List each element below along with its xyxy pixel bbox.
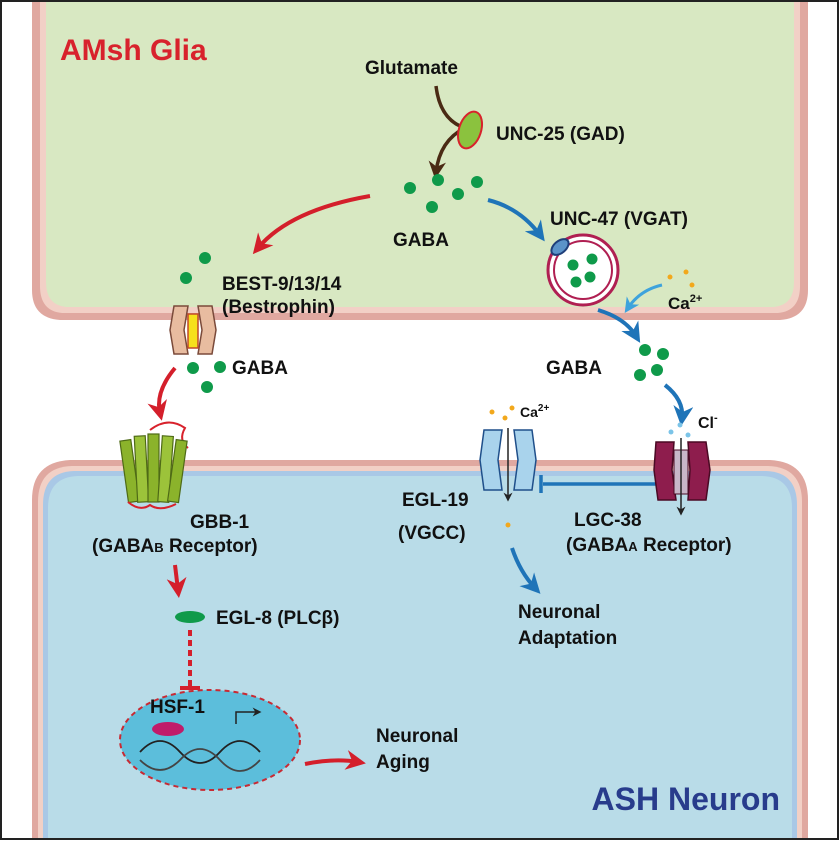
nucleus-to-aging-arrow	[304, 750, 366, 770]
nucleus	[119, 689, 301, 791]
gaba-to-gbb1-arrow	[147, 366, 177, 421]
glia-title: AMsh Glia	[60, 34, 207, 67]
unc47-vgat-vesicle	[546, 233, 620, 307]
gaba-cluster-left-cleft	[187, 361, 226, 393]
adaptation-label-line2: Adaptation	[518, 628, 617, 649]
hsf1-label: HSF-1	[150, 697, 205, 718]
calcium-label-glia: Ca2+	[668, 293, 702, 313]
chloride-label: Cl-	[698, 412, 718, 432]
aging-label-line1: Neuronal	[376, 726, 458, 747]
calcium-influx-arrow	[624, 283, 663, 313]
gaba-left-label: GABA	[232, 358, 288, 379]
bestrophin-label-line1: BEST-9/13/14	[222, 274, 342, 295]
calcium-ions-glia	[667, 269, 695, 288]
gbb1-gabab-receptor	[119, 421, 189, 510]
egl8-plc-beta	[175, 611, 205, 623]
unc25-label: UNC-25 (GAD)	[496, 124, 625, 145]
aging-label-line2: Aging	[376, 752, 430, 773]
egl19-label-line2: (VGCC)	[398, 523, 466, 544]
vesicle-release-arrow	[597, 308, 641, 343]
gaba-glia-label: GABA	[393, 230, 449, 251]
neuron-title: ASH Neuron	[592, 781, 780, 817]
unc25-gad-enzyme	[457, 110, 483, 150]
gbb1-to-egl8-arrow	[166, 564, 187, 598]
gaba-cluster-right-cleft	[634, 344, 669, 381]
hsf1-protein	[152, 722, 184, 736]
egl8-label: EGL-8 (PLCβ)	[216, 608, 339, 629]
calcium-ions-neuron	[489, 405, 515, 528]
gbb1-label-line1: GBB-1	[190, 512, 250, 533]
egl19-label-line1: EGL-19	[402, 490, 469, 511]
lgc38-label-line2: (GABAA Receptor)	[566, 535, 732, 556]
gaba-cluster-glia	[404, 174, 483, 213]
lgc38-gabaa-receptor	[653, 438, 711, 516]
lgc38-label-line1: LGC-38	[574, 510, 642, 531]
bestrophin-label-line2: (Bestrophin)	[222, 297, 335, 318]
amsh-glia-cell	[32, 2, 808, 320]
glutamate-label: Glutamate	[365, 58, 458, 79]
adaptation-label-line1: Neuronal	[518, 602, 600, 623]
bestrophin-channel	[169, 305, 217, 355]
transcription-arrow	[235, 707, 262, 724]
gaba-to-bestrophin-arrow	[252, 194, 371, 255]
unc47-label: UNC-47 (VGAT)	[550, 209, 688, 230]
calcium-label-neuron: Ca2+	[520, 403, 549, 420]
chloride-ions	[668, 422, 691, 438]
egl19-to-adaptation-arrow	[510, 547, 541, 594]
gaba-to-vesicle-arrow	[487, 198, 545, 242]
gbb1-label-line2: (GABAB Receptor)	[92, 536, 258, 557]
egl19-vgcc-channel	[479, 428, 537, 502]
gaba-dots-bestrophin	[180, 252, 211, 284]
gaba-right-label: GABA	[546, 358, 602, 379]
gaba-to-lgc38-arrow	[663, 383, 694, 426]
